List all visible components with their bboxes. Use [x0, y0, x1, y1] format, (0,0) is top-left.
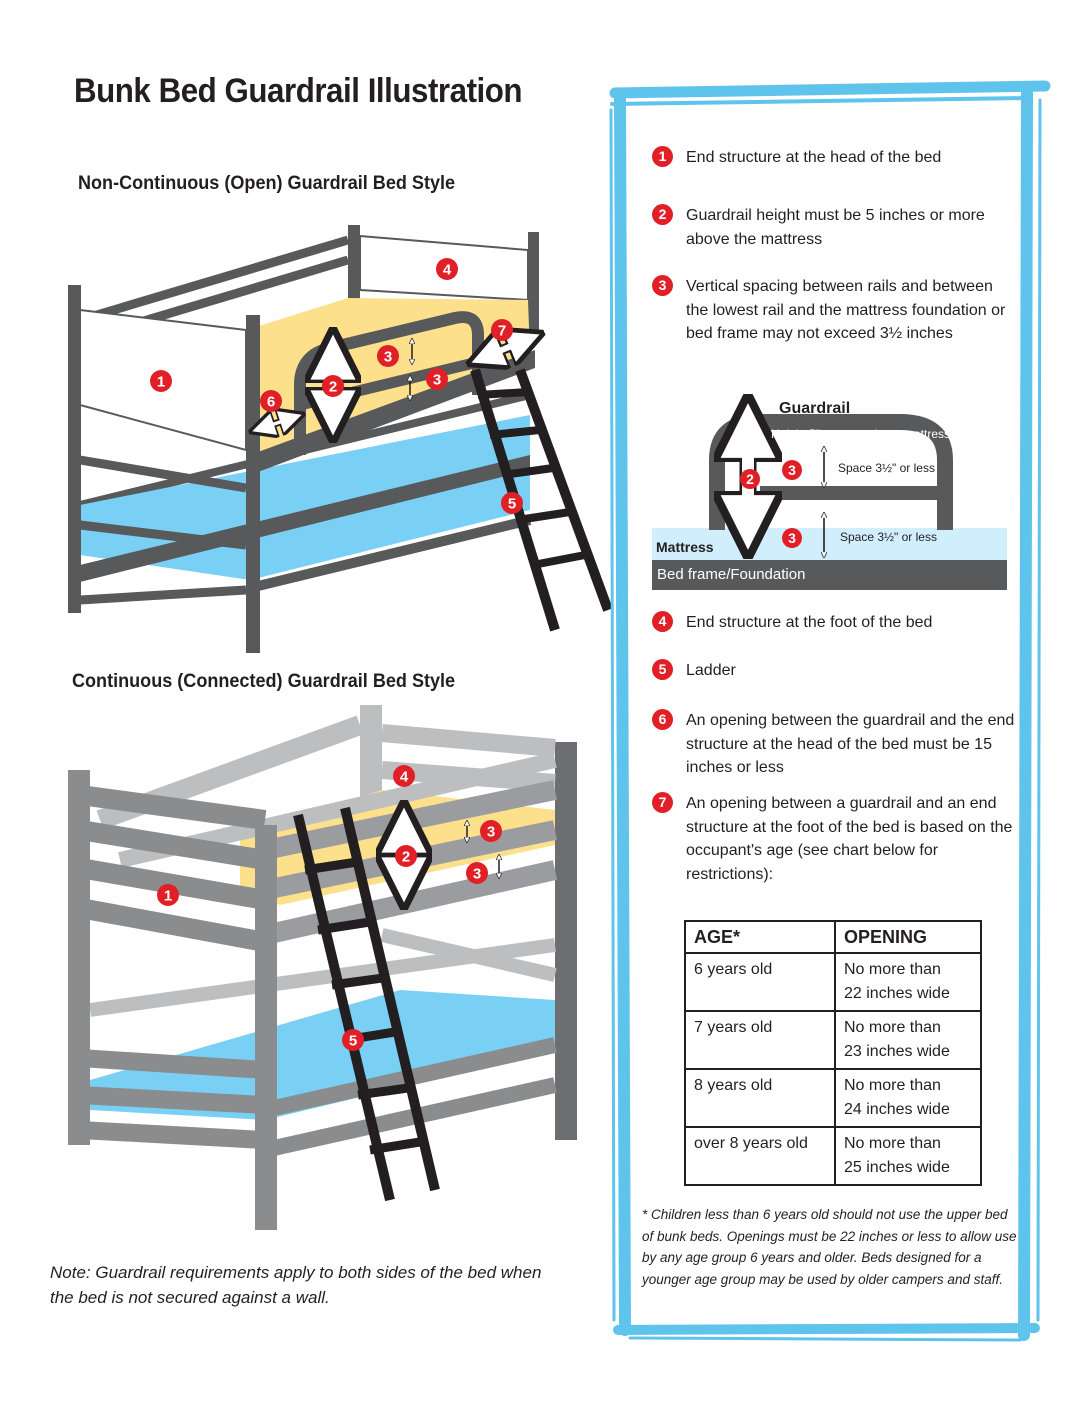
- svg-text:1: 1: [164, 888, 172, 905]
- guardrail-detail-diagram: Guardrail Height 5" or more above mattre…: [652, 400, 1007, 590]
- svg-text:2: 2: [329, 379, 337, 396]
- detail-height-label: Height 5" or more above mattress: [771, 427, 950, 441]
- table-header-row: AGE* OPENING: [684, 920, 982, 954]
- marker-connected-5: 5: [342, 1029, 364, 1051]
- legend-text: End structure at the head of the bed: [686, 149, 942, 166]
- marker-open-4: 4: [436, 258, 458, 280]
- legend-text: End structure at the foot of the bed: [686, 614, 933, 631]
- age-cell: over 8 years old: [684, 1126, 836, 1186]
- svg-text:4: 4: [443, 262, 452, 279]
- legend-number-badge: 2: [652, 204, 673, 225]
- legend-text: An opening between the guardrail and the…: [686, 712, 1015, 776]
- marker-connected-4: 4: [393, 765, 415, 787]
- svg-text:1: 1: [157, 374, 165, 391]
- info-panel-frame: [609, 80, 1051, 1342]
- detail-mattress-label: Mattress: [656, 539, 714, 555]
- marker-connected-3a: 3: [480, 820, 502, 842]
- open-style-heading: Non-Continuous (Open) Guardrail Bed Styl…: [78, 173, 456, 194]
- age-cell: 6 years old: [684, 952, 836, 1012]
- svg-text:3: 3: [788, 530, 796, 546]
- legend-number-badge: 6: [652, 709, 673, 730]
- marker-open-6: 6: [260, 390, 282, 412]
- marker-connected-1: 1: [157, 884, 179, 906]
- legend-text: Guardrail height must be 5 inches or mor…: [686, 207, 985, 248]
- legend-number-badge: 1: [652, 146, 673, 167]
- age-footnote: * Children less than 6 years old should …: [642, 1207, 1017, 1287]
- detail-guardrail-label: Guardrail: [779, 400, 850, 417]
- marker-connected-2: 2: [395, 845, 417, 867]
- svg-text:3: 3: [487, 824, 495, 841]
- marker-open-1: 1: [150, 370, 172, 392]
- svg-text:2: 2: [746, 471, 754, 487]
- age-cell: 8 years old: [684, 1068, 836, 1128]
- legend-text: An opening between a guardrail and an en…: [686, 795, 1013, 883]
- svg-text:2: 2: [402, 849, 410, 866]
- svg-text:6: 6: [267, 394, 275, 411]
- svg-text:3: 3: [433, 372, 441, 389]
- legend-text: Ladder: [686, 662, 736, 679]
- legend-text: Vertical spacing between rails and betwe…: [686, 278, 1006, 342]
- legend-number-badge: 5: [652, 659, 673, 680]
- legend-number-badge: 7: [652, 792, 673, 813]
- connected-guardrail-bed: [68, 705, 577, 1230]
- svg-text:3: 3: [788, 462, 796, 478]
- marker-open-2: 2: [322, 375, 344, 397]
- svg-text:5: 5: [508, 496, 516, 513]
- svg-text:5: 5: [349, 1033, 357, 1050]
- detail-marker-3a: 3: [782, 460, 802, 480]
- detail-frame-label: Bed frame/Foundation: [657, 566, 805, 583]
- detail-space-upper-label: Space 3½" or less: [838, 461, 935, 475]
- age-column-header: AGE*: [684, 920, 836, 954]
- svg-text:4: 4: [400, 769, 409, 786]
- open-guardrail-bed: [68, 225, 613, 653]
- marker-open-7: 7: [491, 319, 513, 341]
- detail-marker-2: 2: [740, 469, 760, 489]
- legend-number-badge: 4: [652, 611, 673, 632]
- svg-text:3: 3: [473, 866, 481, 883]
- connected-style-heading: Continuous (Connected) Guardrail Bed Sty…: [72, 671, 456, 692]
- opening-column-header: OPENING: [834, 920, 982, 954]
- legend-number-badge: 3: [652, 275, 673, 296]
- detail-space-lower-label: Space 3½" or less: [840, 530, 937, 544]
- svg-text:7: 7: [498, 323, 506, 340]
- age-cell: 7 years old: [684, 1010, 836, 1070]
- marker-open-5: 5: [501, 492, 523, 514]
- note-text: Note: Guardrail requirements apply to bo…: [50, 1263, 542, 1307]
- detail-marker-3b: 3: [782, 528, 802, 548]
- svg-text:3: 3: [384, 349, 392, 366]
- marker-open-3b: 3: [426, 368, 448, 390]
- marker-open-3a: 3: [377, 345, 399, 367]
- page-title: Bunk Bed Guardrail Illustration: [74, 72, 523, 110]
- marker-connected-3b: 3: [466, 862, 488, 884]
